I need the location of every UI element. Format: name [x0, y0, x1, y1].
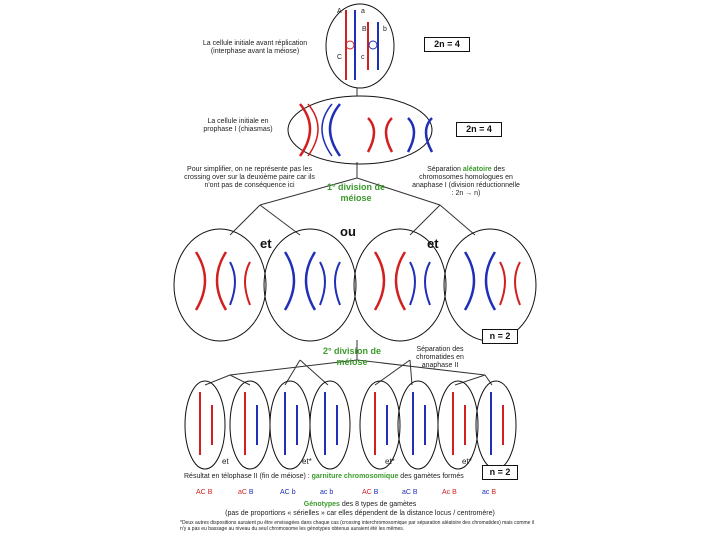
genotype-8-left-b: B: [491, 489, 496, 496]
label-cell-prophase: La cellule initiale en prophase I (chias…: [198, 118, 278, 134]
genotype-5: AC B: [362, 489, 378, 496]
label-ou: ou: [340, 228, 356, 236]
gene-a-top: a: [361, 8, 365, 16]
label-chromatid-note: Séparation des chromatides en anaphase I…: [410, 346, 470, 370]
genotype-6-left: aC: [402, 489, 411, 496]
label-simplify-note: Pour simplifier, on ne représente pas le…: [182, 166, 317, 190]
genotype-3: AC b: [280, 489, 296, 496]
gene-C-top: C: [337, 54, 342, 62]
title-division-2: 2° division de méiose: [312, 346, 392, 368]
label-et-left: et: [260, 240, 272, 248]
gamete-chromosomes: [200, 392, 503, 455]
result-part-a: Résultat en télophase II (fin de méiose)…: [184, 473, 312, 480]
genotype-7-left: Ac: [442, 489, 450, 496]
ploidy-box-top: 2n = 4: [424, 37, 470, 52]
genotype-2-left-b: B: [249, 489, 254, 496]
genotype-7: Ac B: [442, 489, 457, 496]
genotype-6-left-b: B: [413, 489, 418, 496]
result-word: garniture chromosomique: [312, 473, 399, 480]
genotype-2: aC B: [238, 489, 254, 496]
ploidy-box-result: n = 2: [482, 465, 518, 480]
gamete-cells: [185, 381, 516, 469]
result-part-b: des gamètes formés: [398, 473, 463, 480]
pair-label-4: et*: [462, 458, 472, 466]
gene-A-top: A: [337, 8, 342, 16]
label-cell-initial: La cellule initiale avant réplication (i…: [200, 40, 310, 56]
genotypes-word: Génotypes: [304, 501, 340, 508]
separation-note-word: aléatoire: [463, 166, 492, 173]
cell-prophase: [288, 96, 432, 164]
label-proportions-note: (pas de proportions « sérielles » car el…: [200, 510, 520, 518]
genotype-4: ac b: [320, 489, 333, 496]
genotype-1-left: AC: [196, 489, 206, 496]
gene-b-top: b: [383, 26, 387, 34]
genotype-3-left-b: b: [292, 489, 296, 496]
genotype-4-left: ac: [320, 489, 327, 496]
separation-note-part-a: Séparation: [427, 166, 463, 173]
genotype-5-left-b: B: [374, 489, 379, 496]
title-division-1: 1° division de méiose: [326, 182, 386, 204]
genotype-6: aC B: [402, 489, 418, 496]
pair-label-2: et*: [302, 458, 312, 466]
genotype-8-left: ac: [482, 489, 489, 496]
ploidy-box-prophase: 2n = 4: [456, 122, 502, 137]
ploidy-box-after-div1: n = 2: [482, 329, 518, 344]
genotype-2-left: aC: [238, 489, 247, 496]
genotypes-rest: des 8 types de gamètes: [340, 501, 416, 508]
cell-interphase: [326, 4, 394, 88]
genotype-7-left-b: B: [452, 489, 457, 496]
gene-c-top: c: [361, 54, 365, 62]
genotype-8: ac B: [482, 489, 496, 496]
cell-metaphase-4: [444, 229, 536, 341]
genotype-3-left: AC: [280, 489, 290, 496]
label-result: Résultat en télophase II (fin de méiose)…: [184, 473, 484, 481]
label-et-right: et: [427, 240, 439, 248]
genotype-4-left-b: b: [329, 489, 333, 496]
pair-label-1: et: [222, 458, 229, 466]
cell-metaphase-2: [264, 229, 356, 341]
genotype-1-left-b: B: [208, 489, 213, 496]
label-footnote: *Deux autres dispositions auraient pu êt…: [180, 520, 540, 532]
genotype-1: AC B: [196, 489, 212, 496]
genotype-5-left: AC: [362, 489, 372, 496]
pair-label-3: et*: [385, 458, 395, 466]
label-genotypes: Génotypes des 8 types de gamètes: [230, 501, 490, 509]
gene-B-top: B: [362, 26, 367, 34]
label-separation-note: Séparation aléatoire des chromosomes hom…: [412, 166, 520, 198]
cell-metaphase-1: [174, 229, 266, 341]
